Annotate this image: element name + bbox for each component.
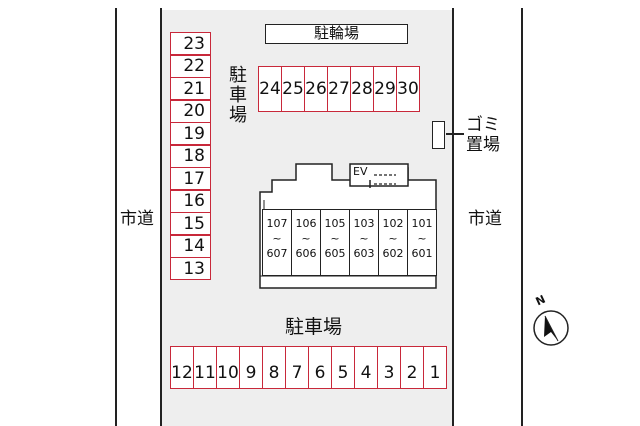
parking-slot: 17 <box>170 167 211 190</box>
garbage-leader <box>446 133 464 135</box>
unit-bottom: 601 <box>411 247 433 260</box>
building-unit: 101 ~601 <box>407 209 437 276</box>
parking-slot: 26 <box>304 66 328 112</box>
garbage-label-line1: ゴミ <box>466 115 500 135</box>
parking-slot: 7 <box>285 346 309 389</box>
unit-top: 106 <box>295 217 317 230</box>
parking-slot: 3 <box>377 346 401 389</box>
unit-top: 101 <box>411 217 433 230</box>
parking-slot: 13 <box>170 257 211 280</box>
parking-slot: 20 <box>170 99 211 123</box>
parking-label-vertical: 駐 車 場 <box>228 66 248 126</box>
parking-slot: 5 <box>331 346 355 389</box>
unit-top: 103 <box>353 217 375 230</box>
parking-slot: 6 <box>308 346 332 389</box>
parking-slot: 11 <box>193 346 217 389</box>
parking-slot: 1 <box>423 346 447 389</box>
road-edge-left-outer <box>115 8 117 426</box>
unit-sep: ~ <box>359 232 369 245</box>
parking-slot: 22 <box>170 54 211 78</box>
parking-slot: 27 <box>327 66 351 112</box>
unit-sep: ~ <box>330 232 340 245</box>
unit-bottom: 603 <box>353 247 375 260</box>
parking-char-2: 車 <box>229 85 247 106</box>
garbage-label-line2: 置場 <box>466 135 500 155</box>
unit-sep: ~ <box>388 232 398 245</box>
parking-slot: 28 <box>350 66 374 112</box>
road-edge-right-outer <box>521 8 523 426</box>
parking-slot: 23 <box>170 32 211 55</box>
parking-slot: 19 <box>170 122 211 145</box>
building-unit: 106 ~606 <box>291 209 321 276</box>
parking-slot: 10 <box>216 346 240 389</box>
garbage-label: ゴミ 置場 <box>466 115 500 155</box>
unit-sep: ~ <box>417 232 427 245</box>
unit-top: 107 <box>266 217 288 230</box>
road-label-left: 市道 <box>120 209 154 229</box>
parking-char-3: 場 <box>229 105 247 126</box>
parking-char-1: 駐 <box>229 65 247 86</box>
unit-bottom: 607 <box>266 247 288 260</box>
parking-slot: 24 <box>258 66 282 112</box>
parking-slot: 14 <box>170 234 211 258</box>
parking-slot: 16 <box>170 189 211 213</box>
unit-bottom: 606 <box>295 247 317 260</box>
building-unit: 107 ~607 <box>262 209 292 276</box>
ev-label: EV <box>353 165 368 178</box>
parking-slot: 25 <box>281 66 305 112</box>
building-unit: 102 ~602 <box>378 209 408 276</box>
unit-bottom: 605 <box>324 247 346 260</box>
parking-label-main: 駐車場 <box>285 316 343 338</box>
parking-slot: 2 <box>400 346 424 389</box>
parking-slot: 4 <box>354 346 378 389</box>
parking-slot: 9 <box>239 346 263 389</box>
building-unit: 103 ~603 <box>349 209 379 276</box>
parking-slot: 21 <box>170 77 211 100</box>
bicycle-parking: 駐輪場 <box>265 24 408 44</box>
road-label-right: 市道 <box>468 209 502 229</box>
parking-slot: 8 <box>262 346 286 389</box>
parking-slot: 29 <box>373 66 397 112</box>
garbage-station <box>432 121 445 149</box>
parking-slot: 15 <box>170 212 211 235</box>
building-unit: 105 ~605 <box>320 209 350 276</box>
compass-icon <box>533 310 569 346</box>
unit-sep: ~ <box>272 232 282 245</box>
site-boundary-left <box>160 8 162 426</box>
parking-slot: 18 <box>170 144 211 168</box>
unit-bottom: 602 <box>382 247 404 260</box>
unit-sep: ~ <box>301 232 311 245</box>
unit-top: 105 <box>324 217 346 230</box>
site-boundary-right <box>452 8 454 426</box>
unit-top: 102 <box>382 217 404 230</box>
parking-slot: 12 <box>170 346 194 389</box>
parking-slot: 30 <box>396 66 420 112</box>
